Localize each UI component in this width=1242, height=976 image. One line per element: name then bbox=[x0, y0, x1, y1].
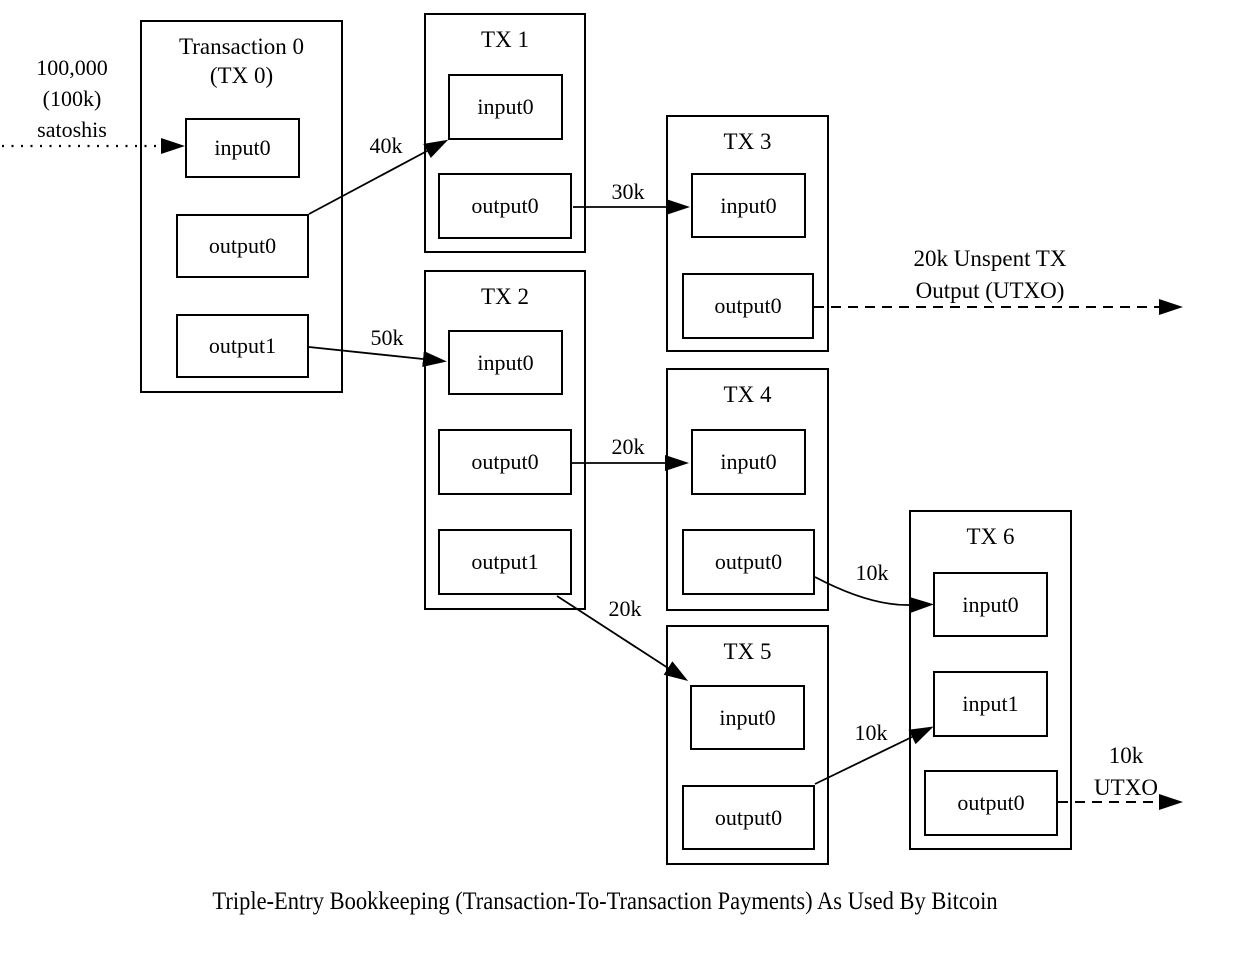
source-satoshis-note: 100,000 (100k) satoshis bbox=[12, 52, 132, 145]
tx0-box: Transaction 0 (TX 0) bbox=[140, 20, 343, 393]
tx2-box: TX 2 bbox=[424, 270, 586, 610]
tx6-input1-port: input1 bbox=[933, 671, 1048, 737]
tx2-output0-port: output0 bbox=[438, 429, 572, 495]
figure-caption: Triple-Entry Bookkeeping (Transaction-To… bbox=[212, 888, 998, 915]
tx0-input0-port: input0 bbox=[185, 118, 300, 178]
tx1-output0-port: output0 bbox=[438, 173, 572, 239]
tx5-input0-port: input0 bbox=[690, 685, 805, 750]
tx6-output0-port: output0 bbox=[924, 770, 1058, 836]
tx2-title: TX 2 bbox=[481, 284, 529, 309]
edge-label-10k-tx6-input0: 10k bbox=[855, 560, 889, 585]
tx4-box: TX 4 bbox=[666, 368, 829, 611]
tx1-title: TX 1 bbox=[481, 27, 529, 52]
tx3-output0-port: output0 bbox=[682, 273, 814, 339]
tx3-input0-port: input0 bbox=[691, 173, 806, 238]
utxo-20k-line1: 20k Unspent TX bbox=[913, 246, 1067, 271]
tx0-output1-port: output1 bbox=[176, 314, 309, 378]
tx0-title-line2: (TX 0) bbox=[209, 63, 274, 88]
tx5-box: TX 5 bbox=[666, 625, 829, 865]
utxo-10k-line2: UTXO bbox=[1094, 775, 1158, 800]
edge-label-10k-tx6-input1: 10k bbox=[854, 720, 888, 745]
tx3-title: TX 3 bbox=[723, 129, 772, 154]
edge-label-40k: 40k bbox=[369, 133, 403, 158]
tx0-output0-port: output0 bbox=[176, 214, 309, 278]
tx6-title: TX 6 bbox=[966, 524, 1015, 549]
utxo-20k-line2: Output (UTXO) bbox=[915, 278, 1065, 303]
edge-label-20k-tx5: 20k bbox=[608, 596, 642, 621]
tx6-box: TX 6 bbox=[909, 510, 1072, 850]
tx4-output0-port: output0 bbox=[682, 529, 815, 595]
tx5-output0-port: output0 bbox=[682, 785, 815, 850]
tx0-title-line1: Transaction 0 bbox=[178, 34, 304, 59]
edge-label-20k-tx4: 20k bbox=[611, 434, 645, 459]
tx1-input0-port: input0 bbox=[448, 74, 563, 140]
source-note-line3: satoshis bbox=[37, 117, 107, 142]
utxo-10k-line1: 10k bbox=[1108, 743, 1144, 768]
edge-label-50k: 50k bbox=[370, 325, 404, 350]
tx5-title: TX 5 bbox=[723, 639, 772, 664]
tx0-title: Transaction 0 (TX 0) bbox=[142, 32, 341, 90]
source-note-line1: 100,000 bbox=[36, 55, 108, 80]
source-note-line2: (100k) bbox=[42, 86, 102, 111]
utxo-10k-note: 10k UTXO bbox=[1076, 740, 1176, 804]
tx3-box: TX 3 bbox=[666, 115, 829, 352]
tx4-input0-port: input0 bbox=[691, 429, 806, 495]
utxo-20k-note: 20k Unspent TX Output (UTXO) bbox=[870, 243, 1110, 307]
edge-label-30k: 30k bbox=[611, 179, 645, 204]
tx1-box: TX 1 bbox=[424, 13, 586, 253]
tx4-title: TX 4 bbox=[723, 382, 772, 407]
tx2-output1-port: output1 bbox=[438, 529, 572, 595]
tx6-input0-port: input0 bbox=[933, 572, 1048, 637]
tx2-input0-port: input0 bbox=[448, 330, 563, 395]
